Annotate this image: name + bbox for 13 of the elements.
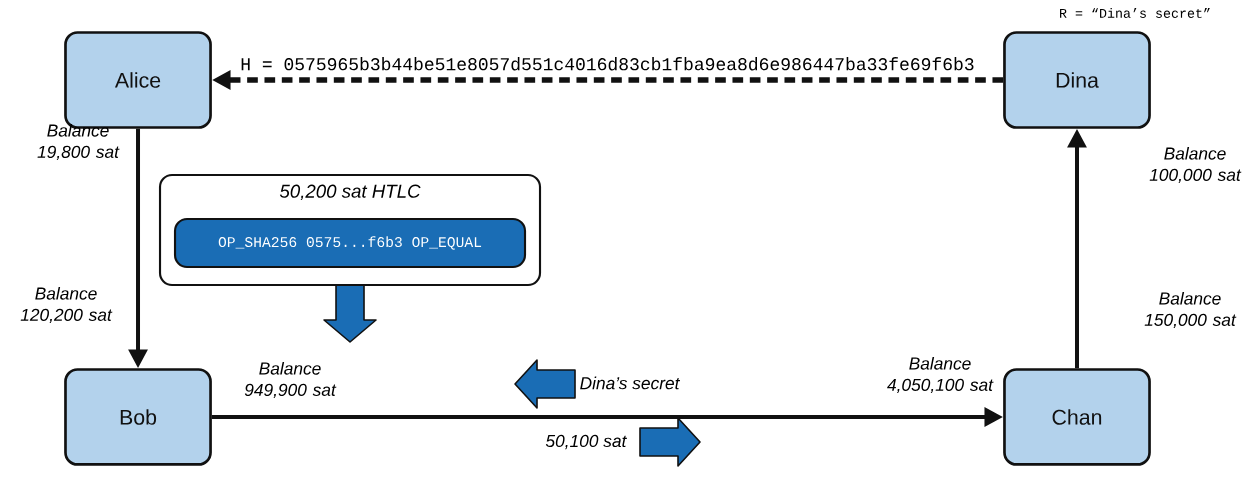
party-box: Chan [1003, 368, 1151, 466]
balance-label: Balance 120,200 sat [20, 286, 113, 324]
edge-label: H = 0575965b3b44be51e8057d551c4016d83cb1fba9ea8d6e986447ba33fe69f6b3 [238, 55, 977, 72]
balance-label: Balance 949,900 sat [244, 361, 337, 399]
beside-label: R = “Dina’s secret” [1060, 8, 1210, 18]
party-box: Dina [1003, 31, 1151, 129]
script-box: OP_SHA256 0575...f6b3 OP_EQUAL [173, 217, 527, 269]
party-box: Bob [64, 368, 212, 466]
message-label: Dina’s secret [580, 376, 681, 390]
amount-label: 50,100 sat [545, 434, 627, 450]
balance-label: Balance 150,000 sat [1144, 291, 1237, 329]
balance-label: Balance 4,050,100 sat [887, 356, 994, 394]
balance-label: Balance 100,000 sat [1149, 146, 1242, 184]
